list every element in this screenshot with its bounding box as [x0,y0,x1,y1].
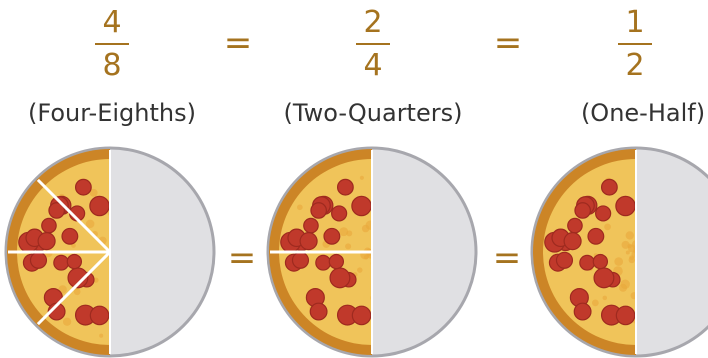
pepperoni [351,305,372,326]
pepperoni [74,178,92,196]
cheese-speck [62,317,72,326]
pepperoni [89,305,110,326]
pepperoni [303,217,319,234]
cheese-speck [614,257,624,266]
pepperoni [66,253,83,270]
pizza-half-group [533,149,636,355]
pepperoni [329,267,351,289]
pepperoni [291,251,310,269]
pepperoni [299,232,318,251]
slice-cut [36,250,112,326]
fraction-two-quarters: 2 4 [333,6,413,83]
pepperoni [615,195,636,217]
cheese-speck [602,295,608,301]
pepperoni [567,217,583,234]
pepperoni [351,195,372,217]
slice-cut [36,178,112,254]
cheese-speck [625,231,634,240]
numerator: 4 [102,5,122,40]
pepperoni [573,302,592,321]
caption-two-quarters: (Two-Quarters) [283,99,463,127]
cheese-speck [628,256,636,264]
fraction-bar [356,43,390,45]
cheese-speck [357,267,363,273]
pepperoni [615,305,636,326]
pepperoni [309,302,328,321]
cheese-speck [339,227,349,237]
pepperoni [37,232,56,251]
pepperoni [323,227,341,245]
pepperoni [592,253,609,270]
pepperoni [336,178,354,196]
cheese-speck [631,250,636,258]
pepperoni [53,254,70,271]
pepperoni [48,202,65,219]
equals-sign-top-2: = [493,23,523,63]
pepperoni [29,251,48,269]
fraction-one-half: 1 2 [595,6,675,83]
fraction-four-eighths: 4 8 [72,6,152,83]
pepperoni [563,232,582,251]
cheese-speck [630,292,636,300]
equals-sign-mid-1: = [227,238,257,278]
denominator: 4 [363,48,383,83]
pizza-quarters [266,146,478,358]
numerator: 1 [625,5,645,40]
pizza-eighths [4,146,216,358]
denominator: 2 [625,48,645,83]
pepperoni [579,254,596,271]
pepperoni [41,217,57,234]
equals-sign-top-1: = [223,23,253,63]
cheese-speck [346,230,353,237]
cheese-speck [604,223,611,231]
cheese-speck [591,299,599,307]
pepperoni [310,202,327,219]
cheese-speck [631,239,636,250]
pepperoni [555,251,574,269]
fraction-bar [95,43,129,45]
denominator: 8 [102,48,122,83]
pepperoni [331,205,348,222]
cheese-speck [99,333,104,338]
numerator: 2 [363,5,383,40]
pepperoni [61,227,79,245]
caption-one-half: (One-Half) [580,99,706,127]
cheese-speck [625,250,630,255]
pepperoni [315,254,332,271]
cheese-speck [93,277,99,283]
pepperoni [600,178,618,196]
cheese [543,159,636,345]
cheese-speck [73,288,81,296]
pepperoni [574,202,591,219]
cheese-speck [297,204,303,211]
cheese-speck [620,279,630,289]
cheese-speck [621,240,630,249]
pizza-half [530,146,708,358]
caption-four-eighths: (Four-Eighths) [28,99,196,127]
cheese-speck [89,188,98,197]
cheese-speck [85,219,95,229]
cheese-speck [359,175,364,180]
equals-sign-mid-2: = [492,238,522,278]
pepperoni [587,227,605,245]
pepperoni [595,205,612,222]
cheese-speck [345,243,352,250]
pepperoni [47,302,66,321]
pepperoni [328,253,345,270]
cheese-speck [361,224,370,233]
pepperoni [593,267,615,289]
pepperoni [89,195,110,217]
fraction-bar [618,43,652,45]
